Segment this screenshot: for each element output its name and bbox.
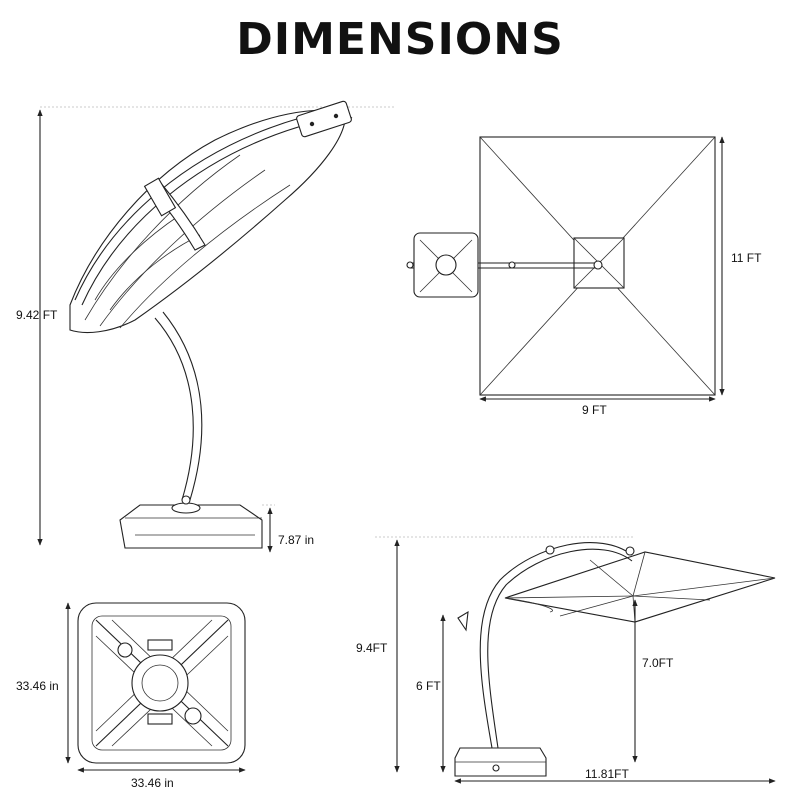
- top-view-umbrella: 11 FT 9 FT: [406, 136, 762, 417]
- side-height-label: 9.42 FT: [16, 308, 58, 322]
- base-side-label: 33.46 in: [16, 679, 59, 693]
- base-height-label: 7.87 in: [278, 533, 314, 547]
- side-view-umbrella: 9.42 FT 7.87 in: [16, 100, 395, 553]
- top-width-label: 9 FT: [582, 403, 607, 417]
- canopy-square: [479, 136, 716, 396]
- persp-canopy: [504, 551, 776, 623]
- persp-pole-height-label: 6 FT: [416, 679, 441, 693]
- base-top-view: 33.46 in 33.46 in: [16, 602, 246, 790]
- page-title: DIMENSIONS: [236, 14, 564, 65]
- persp-reach-label: 11.81FT: [585, 767, 629, 781]
- persp-total-height-label: 9.4FT: [356, 641, 388, 655]
- perspective-view-umbrella: 9.4FT 6 FT 7.0FT 11.81FT: [356, 536, 776, 784]
- persp-canopy-clearance-label: 7.0FT: [642, 656, 674, 670]
- base-bottom-label: 33.46 in: [131, 776, 174, 790]
- top-length-label: 11 FT: [731, 251, 762, 265]
